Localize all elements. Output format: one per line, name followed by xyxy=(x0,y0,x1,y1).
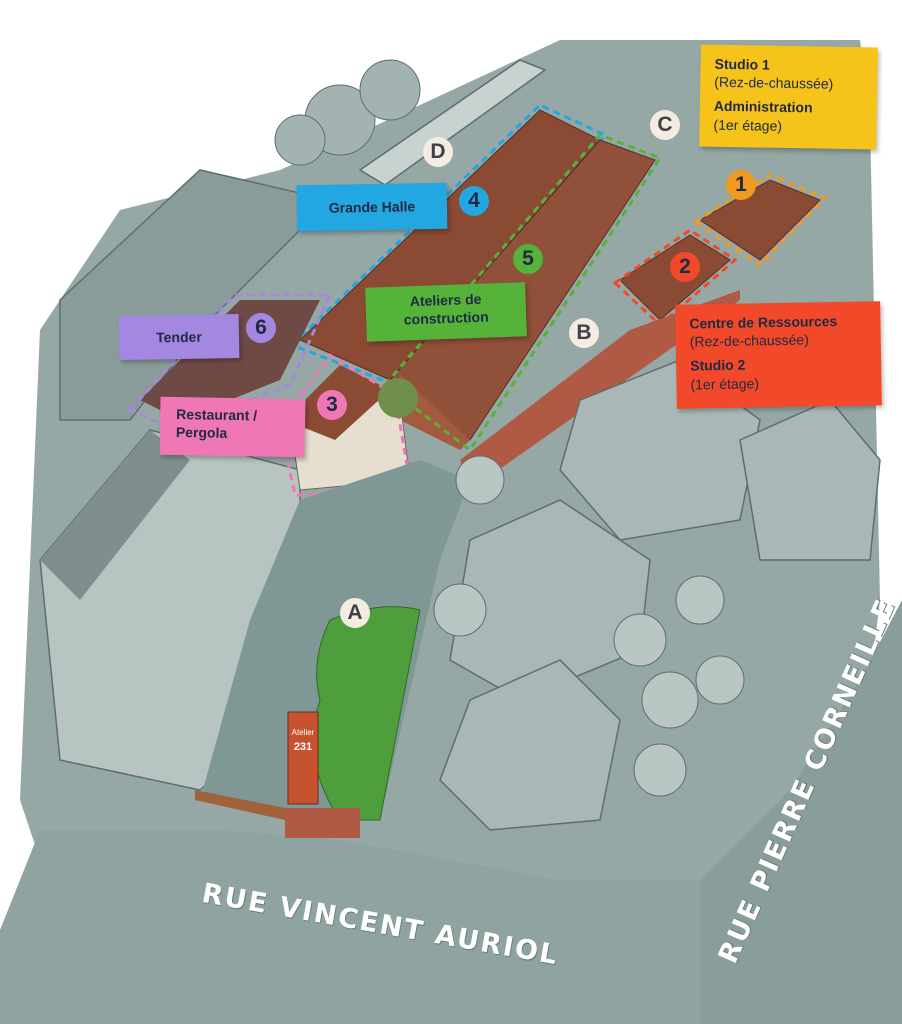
entrance-wall xyxy=(285,808,360,838)
badge-d: D xyxy=(423,137,453,167)
entrance-gate xyxy=(195,790,285,820)
train xyxy=(358,59,547,186)
sign-line2: 231 xyxy=(294,741,312,753)
admin-sub: (1er étage) xyxy=(713,116,783,134)
centre-sub: (Rez-de-chaussée) xyxy=(689,331,809,350)
restaurant-tree xyxy=(378,378,418,418)
right-houses xyxy=(439,359,881,831)
brick-wall xyxy=(460,290,740,490)
tender-label: Tender xyxy=(118,313,240,361)
grande-halle-outline xyxy=(289,103,608,387)
left-building-roof xyxy=(40,430,190,600)
badge-3: 3 xyxy=(317,390,347,420)
badge-5: 5 xyxy=(513,244,543,274)
trees-right xyxy=(433,455,745,797)
sign-line1: Atelier xyxy=(292,728,315,737)
ateliers-line2: construction xyxy=(403,308,489,328)
tender-text: Tender xyxy=(156,328,202,346)
building-1-outline xyxy=(692,173,828,267)
badge-a: A xyxy=(340,598,370,628)
studio1-sub: (Rez-de-chaussée) xyxy=(714,73,834,92)
street-vincent-auriol-area xyxy=(0,700,902,1024)
badge-4: 4 xyxy=(459,186,489,216)
building-2-outline xyxy=(612,228,738,328)
centre-studio2-note: Centre de Ressources (Rez-de-chaussée) S… xyxy=(675,301,882,409)
badge-6: 6 xyxy=(246,313,276,343)
ateliers-label: Ateliers de construction xyxy=(365,282,527,342)
ateliers-outline xyxy=(382,133,663,453)
studio1-admin-note: Studio 1 (Rez-de-chaussée) Administratio… xyxy=(699,44,878,150)
grande-halle-text: Grande Halle xyxy=(328,198,416,216)
grande-halle-label: Grande Halle xyxy=(296,182,448,232)
badge-c: C xyxy=(650,110,680,140)
studio2-sub: (1er étage) xyxy=(690,374,760,393)
atelier-231-sign xyxy=(287,711,319,805)
badge-1: 1 xyxy=(726,170,756,200)
restaurant-label: Restaurant / Pergola xyxy=(159,396,306,458)
trees-top xyxy=(274,59,421,166)
restaurant-line2: Pergola xyxy=(175,424,228,442)
restaurant-line1: Restaurant / xyxy=(176,406,258,424)
badge-b: B xyxy=(569,318,599,348)
street-pierre-corneille-area xyxy=(700,600,902,1024)
admin-title: Administration xyxy=(713,98,813,116)
badge-2: 2 xyxy=(670,252,700,282)
